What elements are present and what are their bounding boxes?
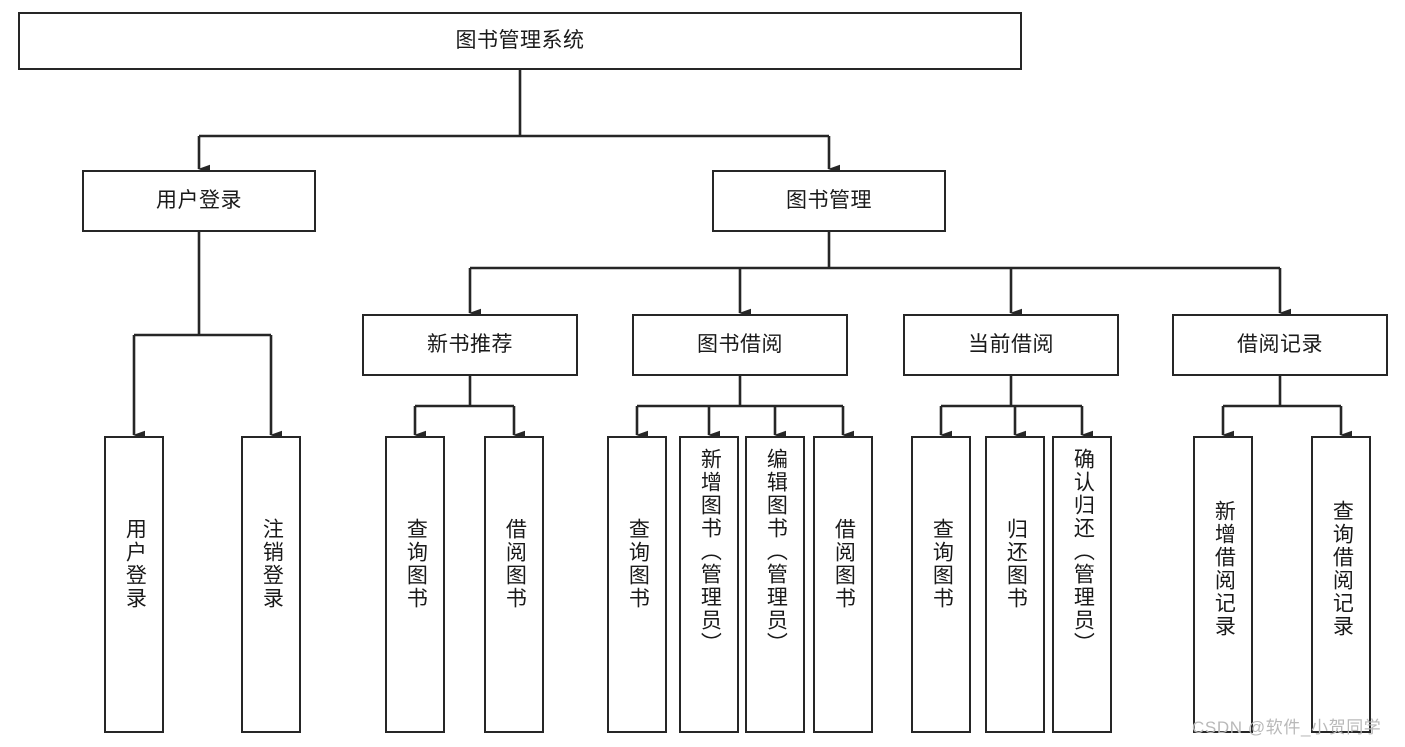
node-leaf-query-book-3[interactable]: 查询图书 [911,436,971,733]
node-book-manage[interactable]: 图书管理 [712,170,946,232]
node-label: 注销登录 [260,518,284,610]
node-leaf-confirm-return-admin[interactable]: 确认归还（管理员） [1052,436,1112,733]
node-label: 查询图书 [626,518,650,610]
node-label: 查询借阅记录 [1330,500,1354,638]
node-borrow-record[interactable]: 借阅记录 [1172,314,1388,376]
node-user-login[interactable]: 用户登录 [82,170,316,232]
node-label: 确认归还（管理员） [1071,448,1095,655]
node-leaf-borrow-book-2[interactable]: 借阅图书 [813,436,873,733]
node-label: 新书推荐 [427,333,513,357]
node-leaf-user-login[interactable]: 用户登录 [104,436,164,733]
node-leaf-query-borrow-record[interactable]: 查询借阅记录 [1311,436,1371,733]
node-label: 新增图书（管理员） [698,448,722,655]
node-label: 归还图书 [1004,518,1028,610]
node-leaf-add-borrow-record[interactable]: 新增借阅记录 [1193,436,1253,733]
node-new-book-recommend[interactable]: 新书推荐 [362,314,578,376]
node-label: 图书借阅 [697,333,783,357]
node-book-borrow[interactable]: 图书借阅 [632,314,848,376]
node-leaf-add-book-admin[interactable]: 新增图书（管理员） [679,436,739,733]
node-label: 用户登录 [156,189,242,213]
node-label: 图书管理 [786,189,872,213]
node-current-borrow[interactable]: 当前借阅 [903,314,1119,376]
node-label: 用户登录 [123,518,147,610]
node-leaf-query-book-1[interactable]: 查询图书 [385,436,445,733]
node-label: 编辑图书（管理员） [764,448,788,655]
node-leaf-user-logout[interactable]: 注销登录 [241,436,301,733]
node-leaf-borrow-book-1[interactable]: 借阅图书 [484,436,544,733]
node-leaf-query-book-2[interactable]: 查询图书 [607,436,667,733]
node-label: 图书管理系统 [455,29,585,53]
node-root[interactable]: 图书管理系统 [18,12,1022,70]
node-label: 借阅图书 [503,518,527,610]
node-leaf-return-book[interactable]: 归还图书 [985,436,1045,733]
node-label: 查询图书 [404,518,428,610]
node-leaf-edit-book-admin[interactable]: 编辑图书（管理员） [745,436,805,733]
node-label: 当前借阅 [968,333,1054,357]
node-label: 新增借阅记录 [1212,500,1236,638]
node-label: 借阅图书 [832,518,856,610]
node-label: 查询图书 [930,518,954,610]
node-label: 借阅记录 [1237,333,1323,357]
